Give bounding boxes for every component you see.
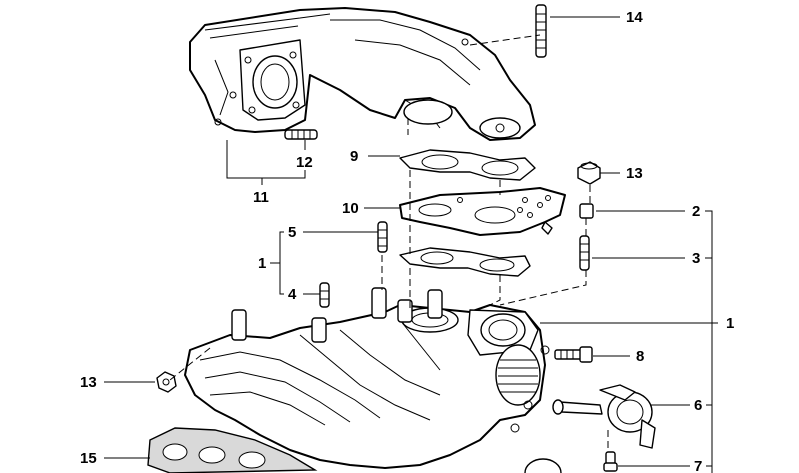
nut-13-left <box>156 371 177 393</box>
callout-6: 6 <box>694 397 702 414</box>
callout-1-right: 1 <box>726 315 734 332</box>
stud-3 <box>579 235 590 271</box>
stud-5 <box>377 221 388 253</box>
callout-13-top: 13 <box>626 165 643 182</box>
stud-14 <box>535 4 547 58</box>
idle-control-valve-6 <box>552 384 656 449</box>
gasket-9 <box>399 149 536 181</box>
lower-intake-manifold <box>184 287 550 469</box>
spacer-plate-10 <box>399 187 566 236</box>
bolt-7 <box>603 451 618 472</box>
callout-3: 3 <box>692 250 700 267</box>
manifold-gasket-15 <box>147 427 318 473</box>
callout-9: 9 <box>350 148 358 165</box>
callout-15: 15 <box>80 450 97 467</box>
sleeve-2 <box>579 203 594 219</box>
callout-12: 12 <box>296 154 313 171</box>
stud-4 <box>319 282 330 308</box>
callout-11: 11 <box>253 189 269 206</box>
callout-14: 14 <box>626 9 643 26</box>
callout-1-left: 1 <box>258 255 266 272</box>
upper-intake-manifold <box>189 7 536 141</box>
leader-lines <box>104 16 718 473</box>
callout-7: 7 <box>694 458 702 473</box>
callout-8: 8 <box>636 348 644 365</box>
bolt-8 <box>554 346 593 363</box>
callout-10: 10 <box>342 200 359 217</box>
callout-5: 5 <box>288 224 296 241</box>
callout-2: 2 <box>692 203 700 220</box>
gasket-lower <box>399 247 531 277</box>
stud-12 <box>284 129 318 140</box>
o-ring <box>524 458 562 473</box>
nut-13-top <box>577 161 601 185</box>
callout-13-left: 13 <box>80 374 97 391</box>
callout-4: 4 <box>288 286 297 303</box>
alignment-lines <box>169 34 609 452</box>
